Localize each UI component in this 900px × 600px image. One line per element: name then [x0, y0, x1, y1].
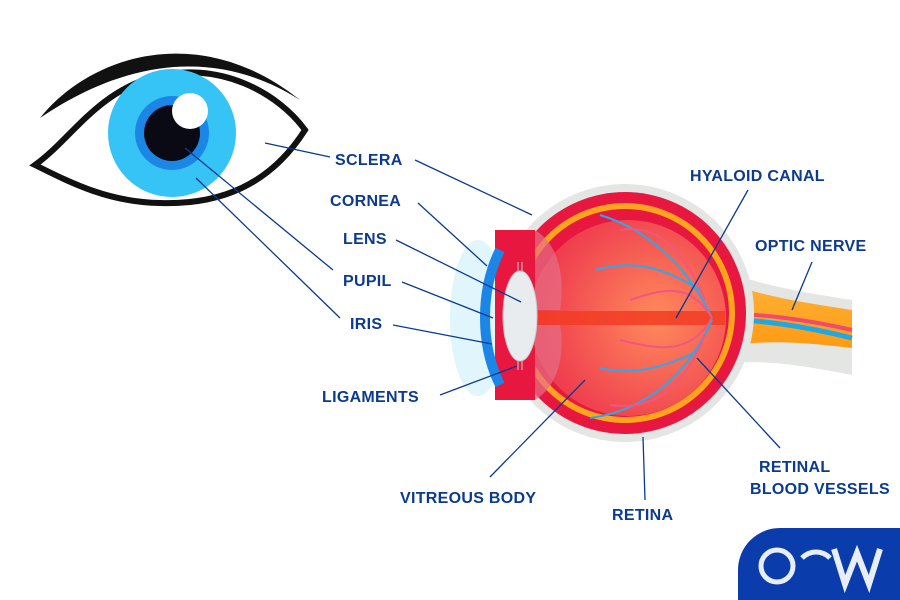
logo-o [758, 547, 796, 585]
external-eye-illustration [29, 53, 309, 207]
label-cornea: CORNEA [330, 193, 401, 210]
label-sclera: SCLERA [335, 152, 403, 169]
label-ligaments: LIGAMENTS [322, 389, 419, 406]
label-iris: IRIS [350, 316, 382, 333]
brand-logo [738, 528, 900, 600]
label-optic-nerve: OPTIC NERVE [755, 238, 866, 255]
logo-w [831, 544, 883, 594]
eyeball-cross-section [450, 184, 754, 442]
eyelid-crease [40, 53, 300, 118]
logo-tilde [800, 549, 832, 560]
label-retina: RETINA [612, 507, 673, 524]
label-pupil: PUPIL [343, 273, 392, 290]
cornea-shape [480, 247, 505, 388]
label-retinal-blood-vessels-2: BLOOD VESSELS [750, 481, 890, 498]
leader-lines [184, 142, 813, 501]
label-retinal-blood-vessels-1: RETINAL [759, 459, 830, 476]
eye-highlight [172, 93, 208, 129]
lens-shape [502, 270, 538, 362]
label-lens: LENS [343, 231, 387, 248]
label-hyaloid-canal: HYALOID CANAL [690, 168, 825, 185]
label-vitreous-body: VITREOUS BODY [400, 490, 536, 507]
hyaloid-canal-shape [535, 311, 725, 325]
